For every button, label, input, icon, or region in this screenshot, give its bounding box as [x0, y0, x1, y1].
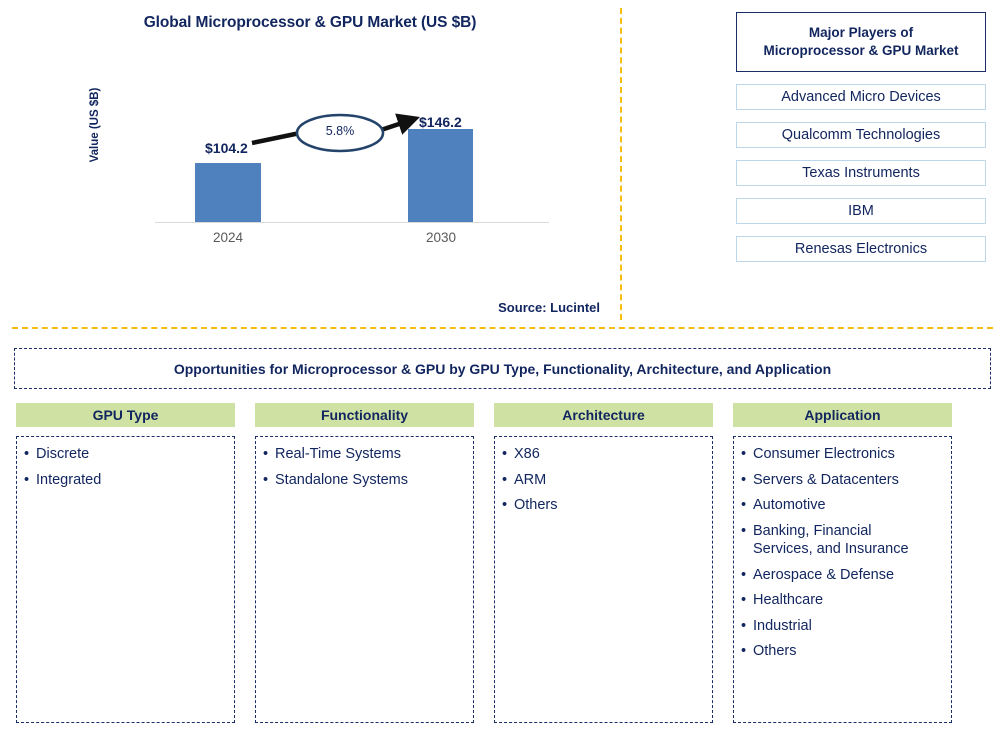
list-item: • Servers & Datacenters	[741, 471, 944, 490]
player-item-3[interactable]: IBM	[736, 198, 986, 224]
segment-item-label: Standalone Systems	[275, 471, 408, 488]
segment-item-label: Automotive	[753, 497, 826, 514]
bullet-icon: •	[741, 497, 747, 514]
segment-column-functionality: Functionality • Real-Time Systems • Standa…	[255, 403, 474, 723]
list-item: • Standalone Systems	[263, 471, 466, 490]
list-item: • Consumer Electronics	[741, 445, 944, 464]
list-item: • Aerospace & Defense	[741, 566, 944, 585]
player-item-2[interactable]: Texas Instruments	[736, 160, 986, 186]
bullet-icon: •	[741, 617, 747, 634]
segment-body-gpu-type: • Discrete • Integrated	[16, 436, 235, 723]
chart-panel: Global Microprocessor & GPU Market (US $…	[0, 0, 620, 328]
list-item: • Discrete	[24, 445, 227, 464]
segment-columns: GPU Type • Discrete • Integrated Functiona…	[16, 403, 989, 723]
segment-column-application: Application • Consumer Electronics • Serve…	[733, 403, 952, 723]
x-tick-2024: 2024	[212, 230, 244, 245]
bar-2024	[195, 163, 261, 222]
bullet-icon: •	[24, 446, 30, 462]
segment-header-application: Application	[733, 403, 952, 427]
segment-column-gpu-type: GPU Type • Discrete • Integrated	[16, 403, 235, 723]
vertical-divider	[620, 8, 622, 320]
chart-title: Global Microprocessor & GPU Market (US $…	[143, 14, 477, 31]
bar-value-2030: $146.2	[419, 114, 462, 130]
segment-item-label: Healthcare	[753, 592, 824, 609]
chart-baseline	[155, 222, 549, 223]
segment-item-label: X86	[514, 446, 540, 462]
list-item: • X86	[502, 445, 705, 464]
segment-item-label: ARM	[514, 471, 547, 488]
list-item: • Others	[741, 642, 944, 661]
major-players-header: Major Players of Microprocessor & GPU Ma…	[736, 12, 986, 72]
player-item-4[interactable]: Renesas Electronics	[736, 236, 986, 262]
source-note: Source: Lucintel	[498, 300, 600, 315]
list-item: • ARM	[502, 471, 705, 490]
segment-body-application: • Consumer Electronics • Servers & Datacen…	[733, 436, 952, 723]
bullet-icon: •	[263, 471, 269, 488]
segment-item-label: Aerospace & Defense	[753, 566, 895, 583]
segment-item-label: Discrete	[36, 446, 90, 462]
x-tick-2030: 2030	[425, 230, 457, 245]
segment-body-functionality: • Real-Time Systems • Standalone Systems	[255, 436, 474, 723]
cagr-value: 5.8%	[325, 124, 355, 138]
bullet-icon: •	[741, 566, 747, 583]
segment-item-label: Industrial	[753, 617, 812, 634]
major-players-header-line2: Microprocessor & GPU Market	[763, 43, 959, 58]
bullet-icon: •	[263, 446, 269, 462]
segment-item-label: Integrated	[36, 471, 102, 488]
list-item: • Integrated	[24, 471, 227, 490]
list-item: • Industrial	[741, 617, 944, 636]
segment-column-architecture: Architecture • X86 • ARM • Others	[494, 403, 713, 723]
segment-item-label: Banking, Financial Services, and Insuran…	[753, 522, 909, 558]
bullet-icon: •	[741, 592, 747, 609]
bar-chart: Value (US $B) $104.2 $146.2 2024 2030 5.…	[0, 0, 620, 290]
segment-item-label: Others	[514, 497, 558, 514]
bullet-icon: •	[502, 446, 508, 462]
segment-item-label: Real-Time Systems	[275, 446, 401, 462]
opportunities-banner: Opportunities for Microprocessor & GPU b…	[14, 348, 991, 389]
bullet-icon: •	[741, 471, 747, 488]
horizontal-divider	[12, 327, 993, 329]
player-item-0[interactable]: Advanced Micro Devices	[736, 84, 986, 110]
bullet-icon: •	[502, 497, 508, 514]
top-section: Global Microprocessor & GPU Market (US $…	[0, 0, 1005, 328]
segment-item-label: Others	[753, 643, 797, 660]
bullet-icon: •	[741, 446, 747, 462]
player-item-1[interactable]: Qualcomm Technologies	[736, 122, 986, 148]
bar-2030	[408, 129, 473, 222]
bar-value-2024: $104.2	[205, 140, 248, 156]
major-players-header-line1: Major Players of	[808, 24, 914, 40]
segment-header-architecture: Architecture	[494, 403, 713, 427]
major-players-panel: Major Players of Microprocessor & GPU Ma…	[736, 12, 986, 262]
list-item: • Real-Time Systems	[263, 445, 466, 464]
segment-header-functionality: Functionality	[255, 403, 474, 427]
segment-header-gpu-type: GPU Type	[16, 403, 235, 427]
cagr-arrow-left-segment	[251, 130, 301, 146]
list-item: • Healthcare	[741, 591, 944, 610]
list-item: • Banking, Financial Services, and Insura…	[741, 522, 944, 559]
segment-item-label: Servers & Datacenters	[753, 471, 899, 488]
segment-body-architecture: • X86 • ARM • Others	[494, 436, 713, 723]
y-axis-label: Value (US $B)	[89, 87, 101, 163]
bullet-icon: •	[502, 471, 508, 488]
bullet-icon: •	[741, 643, 747, 660]
segment-item-label: Consumer Electronics	[753, 446, 895, 462]
list-item: • Automotive	[741, 496, 944, 515]
bullet-icon: •	[24, 471, 30, 488]
bullet-icon: •	[741, 522, 747, 539]
list-item: • Others	[502, 496, 705, 515]
